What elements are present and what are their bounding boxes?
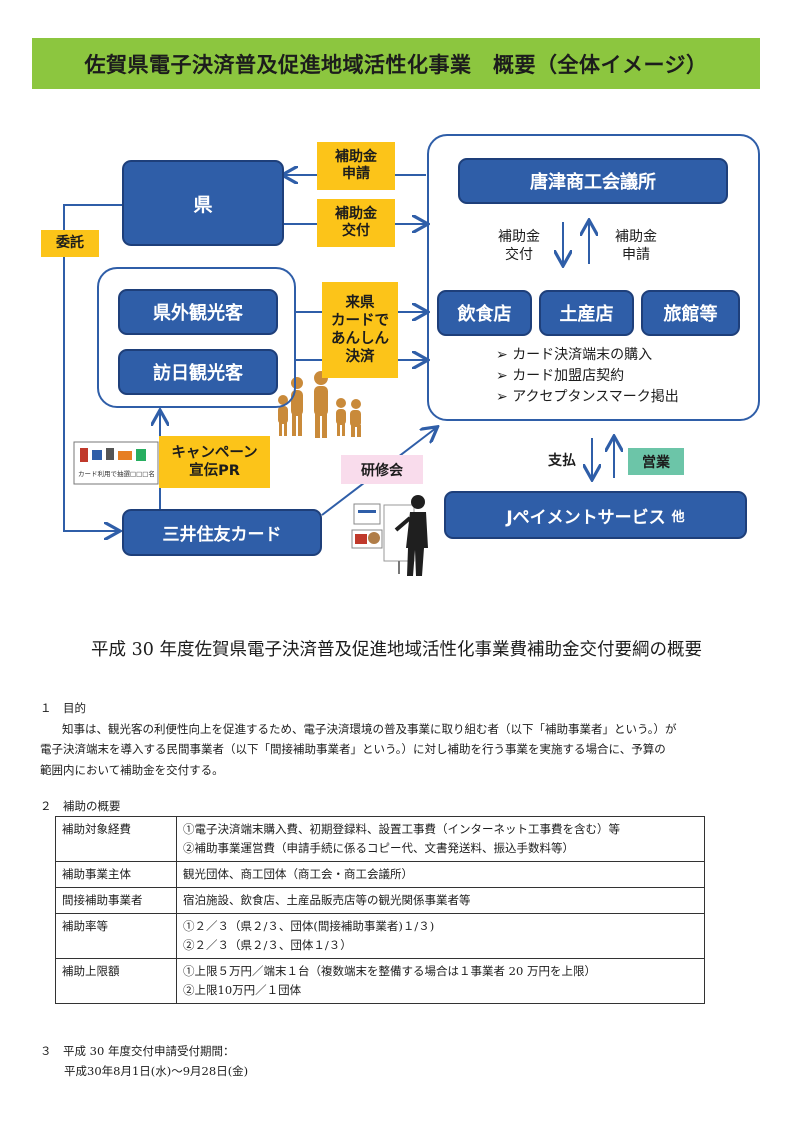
card-payment-label: 来県 カードで あんしん 決済 — [322, 282, 398, 378]
karatsu-chamber-box: 唐津商工会議所 — [458, 158, 728, 204]
jpayment-label: Jペイメントサービス — [506, 507, 666, 528]
karatsu-group-frame — [427, 134, 760, 421]
table-cell-label: 補助対象経費 — [55, 816, 177, 862]
inner-subsidy-apply-text: 補助金 申請 — [615, 229, 657, 264]
tourists-group-frame — [97, 267, 296, 408]
section-purpose: １ 目的 知事は、観光客の利便性向上を促進するため、電子決済環境の普及事業に取り… — [40, 698, 760, 780]
table-cell-value: 観光団体、商工団体（商工会・商工会議所） — [176, 861, 705, 888]
bullet-item: ➢ カード決済端末の購入 — [496, 347, 653, 363]
campaign-flyer-text: カード利用で抽選□□□名 — [78, 470, 155, 478]
out-of-prefecture-tourists-box: 県外観光客 — [118, 289, 278, 335]
campaign-flyer-illustration — [73, 441, 159, 485]
table-cell-value: ①電子決済端末購入費、初期登録料、設置工事費（インターネット工事費を含む）等 ②… — [176, 816, 705, 862]
application-period-text: 平成30年8月1日(水)～9月28日(金) — [64, 1064, 249, 1078]
restaurant-box: 飲食店 — [437, 290, 532, 336]
inner-subsidy-grant-text: 補助金 交付 — [498, 229, 540, 264]
paragraph-line: 範囲内において補助金を交付する。 — [40, 762, 224, 777]
section-heading: １ 目的 — [40, 701, 86, 715]
bullet-item: ➢ カード加盟店契約 — [496, 368, 625, 384]
commission-label: 委託 — [41, 230, 99, 257]
prefecture-box: 県 — [122, 160, 284, 246]
paragraph-line: 知事は、観光客の利便性向上を促進するため、電子決済環境の普及事業に取り組む者（以… — [62, 721, 677, 736]
bullet-item: ➢ アクセプタンスマーク掲出 — [496, 389, 679, 405]
section-heading: ３ 平成 30 年度交付申請受付期間： — [40, 1044, 235, 1058]
souvenir-shop-box: 土産店 — [539, 290, 634, 336]
sales-label: 営業 — [628, 448, 684, 475]
section-heading: ２ 補助の概要 — [40, 799, 121, 813]
jpayment-box: Jペイメントサービス 他 — [444, 491, 747, 539]
payment-label: 支払 — [548, 453, 576, 469]
table-cell-label: 補助上限額 — [55, 958, 177, 1004]
table-row: 補助事業主体観光団体、商工団体（商工会・商工会議所） — [55, 861, 705, 888]
table-cell-label: 補助事業主体 — [55, 861, 177, 888]
campaign-pr-label: キャンペーン 宣伝PR — [159, 436, 270, 488]
table-cell-label: 補助率等 — [55, 913, 177, 959]
subsidy-application-label: 補助金 申請 — [317, 142, 395, 190]
table-cell-value: ①上限５万円／端末１台（複数端末を整備する場合は１事業者 20 万円を上限） ②… — [176, 958, 705, 1004]
smbc-card-box: 三井住友カード — [122, 509, 322, 556]
page-banner-title: 佐賀県電子決済普及促進地域活性化事業 概要（全体イメージ） — [32, 38, 760, 89]
table-cell-value: ①２／３（県２/３、団体(間接補助事業者)１/３) ②２／３（県２/３、団体１/… — [176, 913, 705, 959]
paragraph-line: 電子決済端末を導入する民間事業者（以下「間接補助事業者」という。）に対し補助を行… — [40, 742, 666, 756]
jpayment-suffix: 他 — [671, 509, 685, 525]
support-bullet-list: ➢ カード決済端末の購入 ➢ カード加盟店契約 ➢ アクセプタンスマーク掲出 — [496, 345, 736, 408]
inn-box: 旅館等 — [641, 290, 740, 336]
section-application-period: ３ 平成 30 年度交付申請受付期間： 平成30年8月1日(水)～9月28日(金… — [40, 1041, 248, 1081]
seminar-illustration — [351, 495, 428, 576]
document-title: 平成 30 年度佐賀県電子決済普及促進地域活性化事業費補助金交付要綱の概要 — [91, 640, 702, 660]
table-cell-label: 間接補助事業者 — [55, 887, 177, 914]
inbound-tourists-box: 訪日観光客 — [118, 349, 278, 395]
seminar-label: 研修会 — [341, 455, 423, 484]
table-row: 間接補助事業者宿泊施設、飲食店、土産品販売店等の観光関係事業者等 — [55, 887, 705, 914]
subsidy-grant-label: 補助金 交付 — [317, 199, 395, 247]
table-cell-value: 宿泊施設、飲食店、土産品販売店等の観光関係事業者等 — [176, 887, 705, 914]
